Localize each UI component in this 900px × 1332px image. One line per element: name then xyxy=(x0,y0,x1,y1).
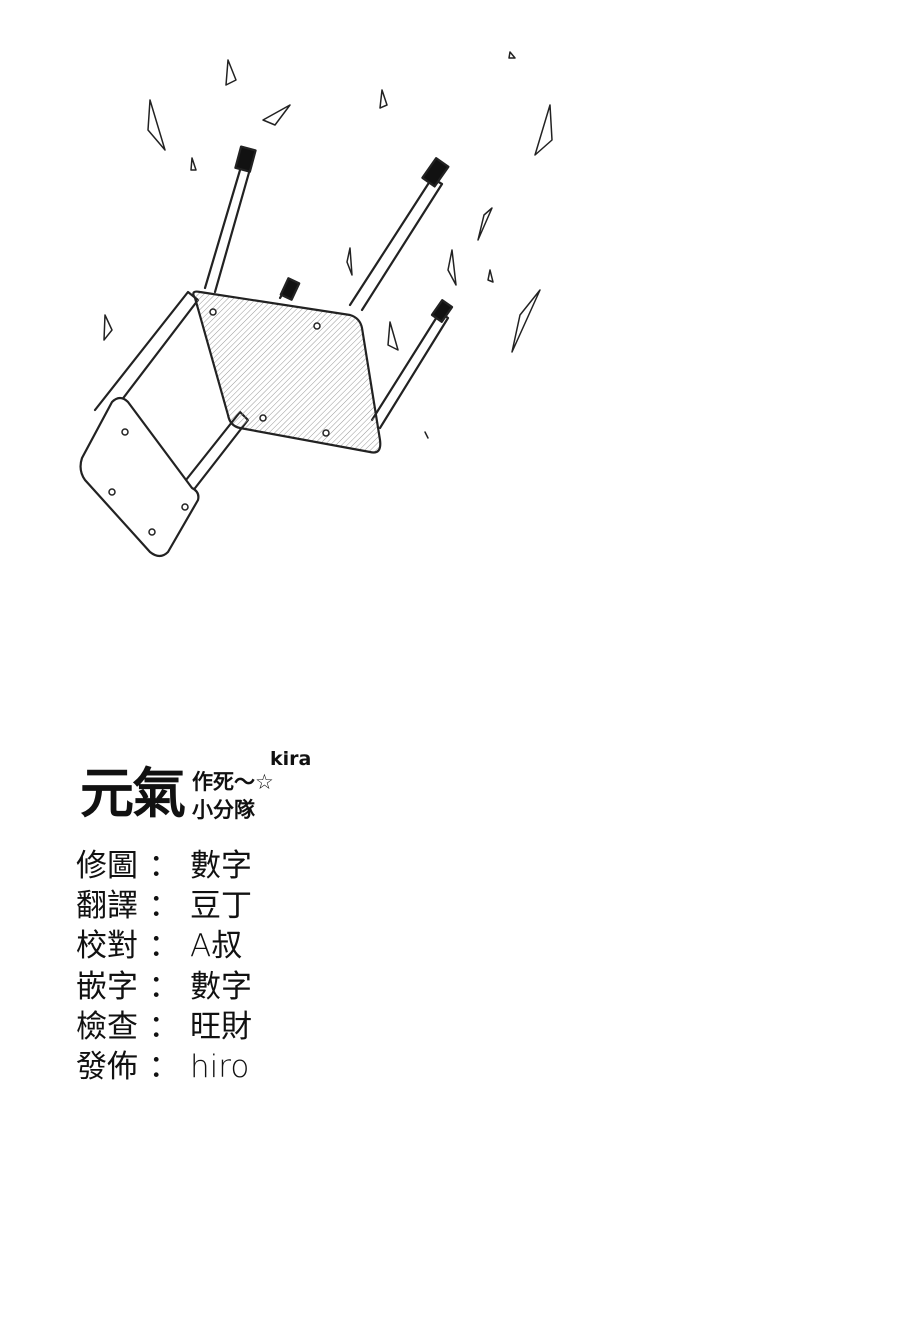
credit-row: 校對 ： A叔 xyxy=(76,926,252,966)
credit-name: 旺財 xyxy=(190,1008,252,1045)
chair-legs xyxy=(203,145,454,430)
chair-seat xyxy=(79,396,200,558)
credit-role: 校對 xyxy=(76,928,138,965)
credit-role: 發佈 xyxy=(76,1048,138,1085)
credit-role: 翻譯 xyxy=(76,888,138,925)
credit-separator: ： xyxy=(148,968,180,1005)
credit-role: 修圖 xyxy=(76,848,138,884)
credit-row: 修圖 ： 數字 xyxy=(76,846,252,886)
glass-shards xyxy=(103,51,553,439)
credit-row: 發佈 ： hiro xyxy=(76,1047,252,1087)
credit-name: 數字 xyxy=(190,968,252,1005)
credit-name: 豆丁 xyxy=(190,888,252,925)
credit-separator: ： xyxy=(148,1048,180,1085)
credit-separator: ： xyxy=(148,928,180,965)
credit-separator: ： xyxy=(148,1008,180,1045)
credit-name: 數字 xyxy=(190,848,252,884)
credit-name: A叔 xyxy=(190,928,243,965)
logo-line1: 作死～☆ xyxy=(192,770,274,794)
chair-back-panel xyxy=(192,290,382,454)
credit-separator: ： xyxy=(148,848,180,884)
falling-chair-illustration xyxy=(79,51,553,558)
logo-line2: 小分隊 xyxy=(192,798,255,822)
logo-main: 元氣 xyxy=(80,762,186,825)
credit-row: 翻譯 ： 豆丁 xyxy=(76,886,252,926)
credit-row: 檢查 ： 旺財 xyxy=(76,1007,252,1047)
credit-row: 嵌字 ： 數字 xyxy=(76,967,252,1007)
credit-separator: ： xyxy=(148,888,180,925)
logo-kira: kira xyxy=(270,748,312,770)
credits-list: 修圖 ： 數字 翻譯 ： 豆丁 校對 ： A叔 嵌字 ： 數字 檢查 ： 旺財 發佈 ： hiro xyxy=(76,846,252,1087)
credit-name: hiro xyxy=(190,1048,250,1085)
credit-role: 嵌字 xyxy=(76,968,138,1005)
credit-role: 檢查 xyxy=(76,1008,138,1045)
